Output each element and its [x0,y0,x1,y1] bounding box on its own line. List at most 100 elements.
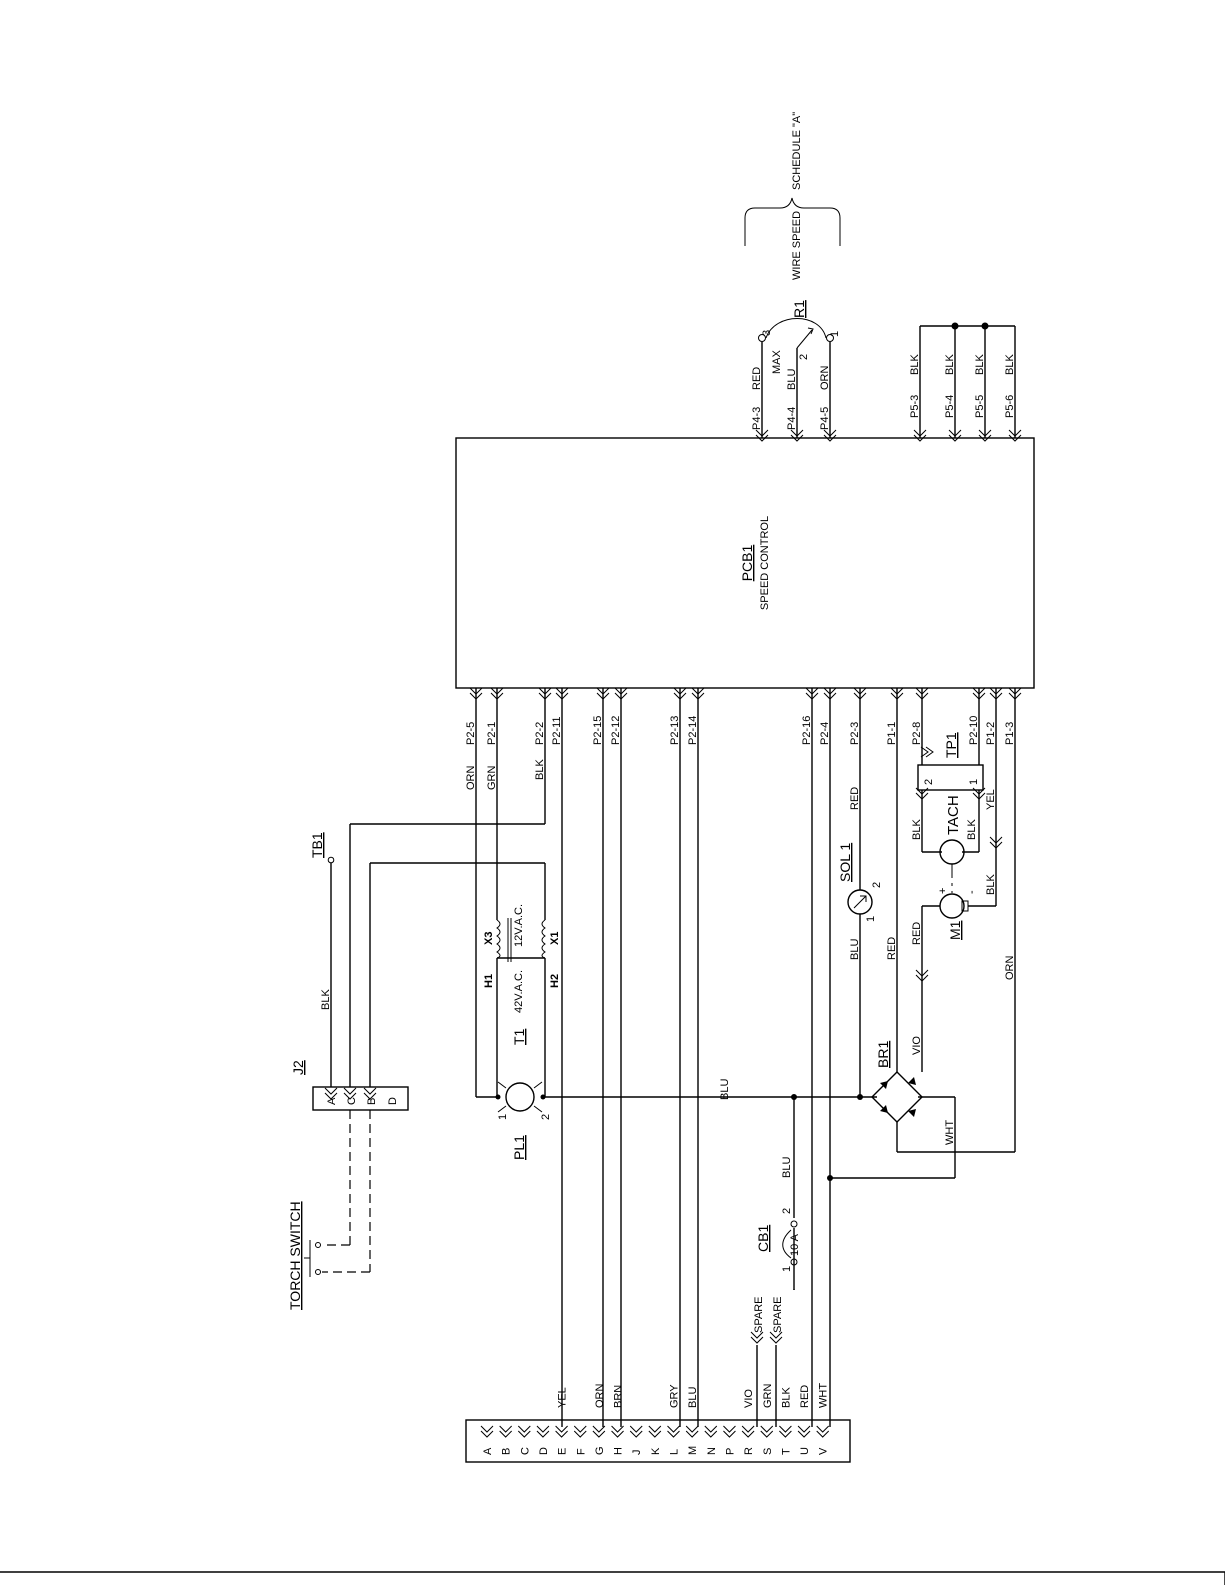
strip-pin-p: P [724,1448,736,1455]
tach-ref: TACH [945,795,962,835]
svg-text:3: 3 [761,330,773,336]
pin-p2-4: P2-4 [819,722,831,745]
pin-p2-12: P2-12 [610,716,622,745]
tach: TACH [939,795,965,865]
svg-text:BLU: BLU [781,1157,793,1178]
schedule-a-brace: WIRE SPEED SCHEDULE "A" [744,112,841,280]
pin-p4-4: P4-4 [786,407,798,430]
svg-text:MAX: MAX [771,350,783,375]
pin-p2-14: P2-14 [687,716,699,745]
strip-pin-l: L [669,1449,681,1455]
svg-text:VIO: VIO [911,1036,923,1055]
svg-text:H1: H1 [483,974,495,988]
torch-switch-label: TORCH SWITCH [287,1201,303,1310]
svg-text:B: B [366,1098,378,1105]
pin-p2-5: P2-5 [465,722,477,745]
svg-text:BLK: BLK [534,759,546,780]
strip-pin-f: F [575,1448,587,1455]
svg-text:1: 1 [781,1266,793,1272]
torch-switch-dashed [322,1110,371,1273]
sol1-solenoid: 1 2 SOL 1 [837,843,883,922]
svg-text:X3: X3 [483,932,495,945]
schedule-a-label: SCHEDULE "A" [791,112,803,190]
strip-wire-color-e: YEL [557,1387,569,1408]
svg-text:1: 1 [497,1114,509,1120]
svg-text:2: 2 [781,1208,793,1214]
svg-text:1: 1 [968,779,980,785]
svg-text:+: + [937,888,949,894]
svg-text:BLU: BLU [849,939,861,960]
strip-wire-color-t: BLK [780,1387,792,1408]
svg-text:10 A: 10 A [789,1233,801,1256]
strip-wire-color-r: VIO [743,1389,755,1408]
svg-text:SPARE: SPARE [753,1297,765,1333]
svg-text:BLU: BLU [719,1079,731,1100]
strip-pin-a: A [482,1447,494,1455]
strip-pin-j: J [631,1450,643,1456]
svg-text:-: - [966,890,978,894]
r1-ref: R1 [791,300,807,318]
pin-p1-3: P1-3 [1004,722,1016,745]
cb1-ref: CB1 [755,1225,771,1252]
pin-p5-5: P5-5 [974,395,986,418]
strip-wire-color-u: RED [799,1385,811,1408]
strip-pin-t: T [780,1448,792,1455]
pcb-right-wires [755,322,1022,442]
svg-text:WHT: WHT [944,1120,956,1145]
j2-ref: J2 [290,1060,306,1075]
j2-connector: A C B D J2 [290,1060,409,1111]
m1-motor: + - M1 [922,864,978,940]
strip-wire-color-v: WHT [818,1383,830,1408]
strip-pin-b: B [501,1448,513,1455]
m1-ref: M1 [947,920,963,940]
pcb1-name: SPEED CONTROL [759,516,771,610]
wire-p5-6-color: BLK [1004,354,1016,375]
tb1-ref: TB1 [309,832,325,858]
transformer-t1: X3 X1 H1 H2 12V.A.C. 42V.A.C. T1 [483,904,561,1045]
sol1-ref: SOL 1 [837,843,853,882]
pin-p1-2: P1-2 [985,722,997,745]
svg-text:A: A [326,1097,338,1105]
tp1-ref: TP1 [943,732,959,758]
svg-text:BLK: BLK [320,989,332,1010]
wire-p4-5-color: ORN [819,366,831,391]
pin-p4-3: P4-3 [751,407,763,430]
pin-p2-16: P2-16 [801,716,813,745]
wire-p5-5-color: BLK [974,354,986,375]
svg-text:1: 1 [865,916,877,922]
strip-pin-m: M [687,1446,699,1455]
torch-switch: TORCH SWITCH [287,1201,321,1310]
pin-p2-10: P2-10 [968,716,980,745]
svg-text:BLK: BLK [985,874,997,895]
pin-p5-3: P5-3 [909,395,921,418]
svg-text:RED: RED [886,937,898,960]
strip-pin-n: N [706,1447,718,1455]
strip-pin-h: H [613,1447,625,1455]
strip-pin-u: U [799,1447,811,1455]
pcb1-ref: PCB1 [739,545,755,582]
svg-text:D: D [387,1097,399,1105]
strip-pin-k: K [650,1447,662,1455]
svg-text:YEL: YEL [985,789,997,810]
cb1-breaker: 10 A 1 2 CB1 [755,1208,801,1272]
svg-text:X1: X1 [549,932,561,945]
pin-p2-3: P2-3 [849,722,861,745]
pcb1-box [455,437,1035,689]
wire-p5-4-color: BLK [944,354,956,375]
svg-text:ORN: ORN [1004,956,1016,981]
svg-text:SPARE: SPARE [772,1297,784,1333]
pl1-ref: PL1 [511,1135,527,1160]
pin-p5-4: P5-4 [944,395,956,418]
br1-ref: BR1 [875,1041,891,1068]
pcb-left-chevrons [469,687,1022,700]
pin-p2-13: P2-13 [669,716,681,745]
potentiometer-r1: 3 MAX 2 1 R1 [758,300,841,375]
svg-text:BLK: BLK [911,819,923,840]
strip-wire-color-s: GRN [762,1384,774,1409]
strip-pin-c: C [519,1447,531,1455]
wire-p5-3-color: BLK [909,354,921,375]
svg-text:RED: RED [911,922,923,945]
strip-wire-color-l: GRY [669,1384,681,1408]
pin-p2-15: P2-15 [592,716,604,745]
